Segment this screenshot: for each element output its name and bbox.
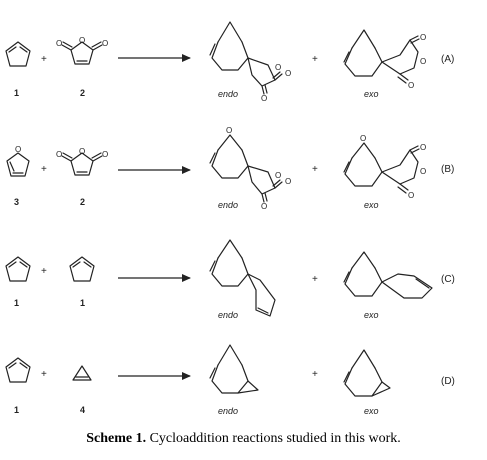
oxygen-atom: O (102, 39, 108, 48)
plus-sign: + (41, 369, 47, 380)
scheme-caption: Scheme 1. Cycloaddition reactions studie… (0, 431, 487, 447)
cyclopropene-structure (72, 365, 92, 381)
exo-label: exo (364, 200, 379, 210)
reactant-4-number: 4 (80, 405, 85, 415)
oxygen-atom: O (15, 145, 21, 154)
maleic-anhydride-structure (61, 41, 103, 65)
exo-product-structure (343, 349, 391, 397)
endo-product-structure (209, 134, 283, 203)
plus-sign: + (312, 274, 318, 285)
oxygen-atom: O (79, 36, 85, 45)
caption-text: Cycloaddition reactions studied in this … (149, 431, 401, 446)
exo-label: exo (364, 406, 379, 416)
oxygen-atom: O (261, 94, 267, 103)
reaction-row-b: O 3 + O O O 2 O O O O (6, 126, 454, 211)
cyclopentadiene-structure (5, 357, 31, 383)
reaction-row-c: 1 + 1 endo + exo (C) (5, 239, 455, 320)
cyclopentadiene-structure (69, 256, 95, 282)
oxygen-atom: O (420, 167, 426, 176)
oxygen-atom: O (56, 39, 62, 48)
reactant-1-number: 1 (14, 88, 19, 98)
reaction-label: (C) (441, 274, 455, 285)
reaction-label: (B) (441, 164, 454, 175)
plus-sign: + (312, 54, 318, 65)
plus-sign: + (312, 164, 318, 175)
cyclopentadiene-structure (5, 256, 31, 282)
oxygen-atom: O (408, 81, 414, 90)
plus-sign: + (41, 266, 47, 277)
endo-product-structure (209, 21, 283, 95)
endo-product-structure (209, 239, 276, 317)
reactant-1-number: 1 (14, 298, 19, 308)
exo-product-structure (343, 251, 433, 299)
oxygen-atom: O (408, 191, 414, 200)
oxygen-atom: O (226, 126, 232, 135)
plus-sign: + (41, 164, 47, 175)
furan-structure (6, 152, 30, 177)
endo-product-structure (209, 344, 259, 394)
reaction-label: (D) (441, 376, 455, 387)
reaction-label: (A) (441, 54, 454, 65)
oxygen-atom: O (102, 150, 108, 159)
oxygen-atom: O (56, 150, 62, 159)
oxygen-atom: O (285, 69, 291, 78)
oxygen-atom: O (275, 171, 281, 180)
exo-product-structure (343, 142, 420, 194)
oxygen-atom: O (360, 134, 366, 143)
endo-label: endo (218, 406, 238, 416)
reactant-1-number: 1 (80, 298, 85, 308)
oxygen-atom: O (420, 57, 426, 66)
endo-label: endo (218, 310, 238, 320)
maleic-anhydride-structure (61, 152, 103, 176)
plus-sign: + (312, 369, 318, 380)
oxygen-atom: O (79, 147, 85, 156)
caption-label: Scheme 1. (86, 431, 147, 446)
reactant-2-number: 2 (80, 88, 85, 98)
oxygen-atom: O (261, 202, 267, 211)
exo-label: exo (364, 89, 379, 99)
reactant-1-number: 1 (14, 405, 19, 415)
reaction-row-d: 1 + 4 endo + exo (D) (5, 344, 455, 416)
oxygen-atom: O (285, 177, 291, 186)
exo-label: exo (364, 310, 379, 320)
oxygen-atom: O (420, 33, 426, 42)
endo-label: endo (218, 200, 238, 210)
exo-product-structure (343, 29, 420, 84)
cyclopentadiene-structure (5, 41, 31, 67)
oxygen-atom: O (275, 63, 281, 72)
plus-sign: + (41, 54, 47, 65)
reaction-row-a: 1 + O O O 2 O O O endo (5, 21, 454, 103)
endo-label: endo (218, 89, 238, 99)
reactant-3-number: 3 (14, 197, 19, 207)
reactant-2-number: 2 (80, 197, 85, 207)
oxygen-atom: O (420, 143, 426, 152)
